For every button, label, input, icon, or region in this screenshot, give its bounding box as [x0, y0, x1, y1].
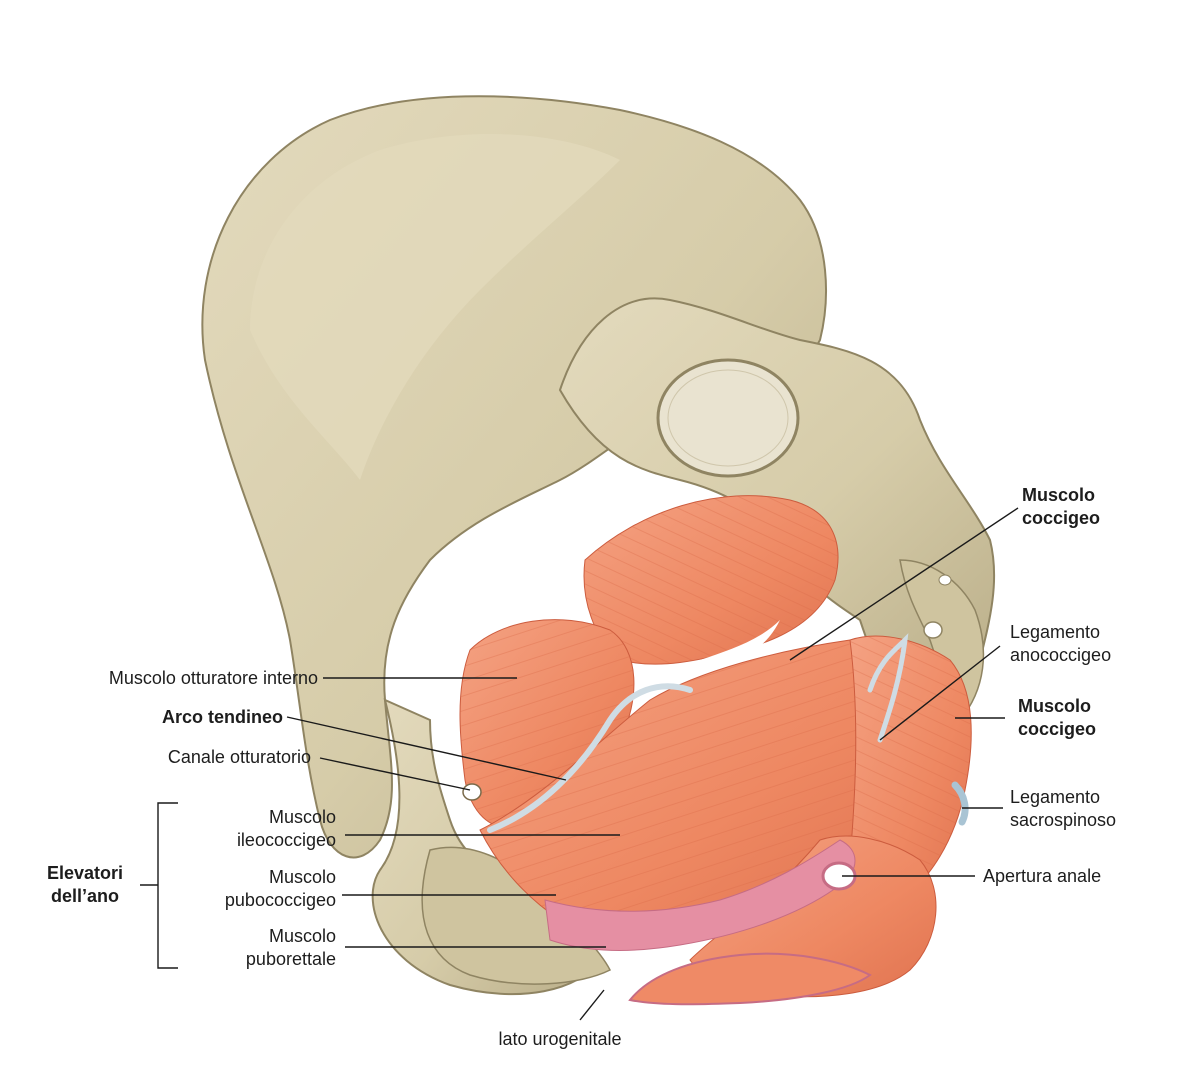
label-muscolo-coccigeo-top: Muscolo coccigeo: [1022, 485, 1101, 528]
pelvic-gap: [700, 620, 780, 661]
puborectalis: [544, 839, 856, 951]
leader-muscolo-coccigeo-top: [789, 507, 1019, 661]
label-muscolo-otturatore-interno: Muscolo otturatore interno: [108, 668, 318, 688]
urogenital-flap: [628, 952, 872, 1006]
label-muscolo-pubococcigeo: Muscolo pubococcigeo: [224, 867, 336, 910]
sacral-foramen: [923, 621, 943, 639]
label-apertura-anale: Apertura anale: [983, 866, 1102, 886]
iliac-fossa: [250, 133, 620, 480]
label-legamento-sacrospinoso: Legamento sacrospinoso: [1010, 787, 1117, 830]
label-muscolo-puborettale: Muscolo puborettale: [245, 926, 336, 969]
label-muscolo-coccigeo-right: Muscolo coccigeo: [1018, 696, 1097, 739]
label-muscolo-ileococcigeo: Muscolo ileococcigeo: [236, 807, 336, 850]
elevatori-bracket: [140, 802, 178, 969]
label-lato-urogenitale: lato urogenitale: [498, 1029, 622, 1049]
anococcygeal-ligament: [867, 633, 909, 743]
label-legamento-anococcigeo: Legamento anococcigeo: [1010, 622, 1112, 665]
label-elevatori-dell-ano: Elevatori dell’ano: [46, 863, 124, 906]
label-canale-otturatorio: Canale otturatorio: [167, 747, 311, 767]
obturator-canal: [462, 783, 482, 801]
label-arco-tendineo: Arco tendineo: [161, 707, 283, 727]
leader-arco-tendineo: [286, 716, 567, 781]
leader-canale-otturatorio: [319, 757, 471, 791]
hip-bone: [201, 95, 827, 996]
leader-legamento-anococcigeo: [879, 645, 1001, 741]
vertebral-body: [656, 358, 800, 478]
arcus-tendineus: [487, 683, 693, 833]
leader-lines: [140, 507, 1019, 1021]
pelvic-muscles: [459, 495, 972, 1006]
leader-urogenitale: [579, 989, 605, 1021]
sacrospinous-ligament: [951, 781, 969, 826]
